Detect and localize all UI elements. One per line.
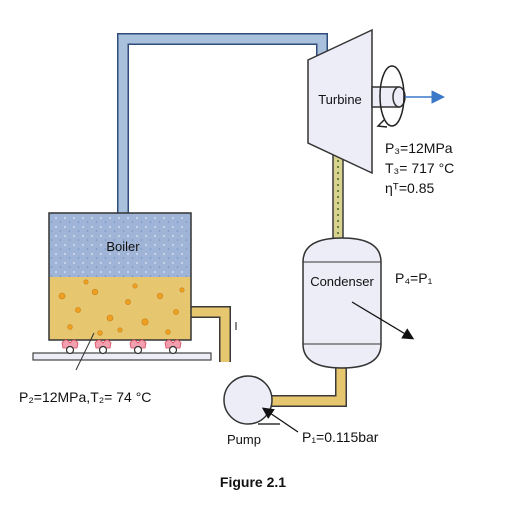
boiler: Boiler xyxy=(48,212,192,341)
burner-assembly xyxy=(32,339,212,361)
turbine-pressure-label: P₃=12MPa xyxy=(385,140,453,156)
heat-rejection-arrow xyxy=(351,301,415,340)
pump-inlet-pressure-label: P₁=0.115bar xyxy=(302,429,379,445)
boiler-inlet-conditions-label: P₂=12MPa,T₂= 74 °C xyxy=(19,389,151,405)
boiler-inlet-leader xyxy=(75,332,95,371)
boiler-bubbles xyxy=(58,279,185,336)
turbine-shaft xyxy=(371,65,445,128)
condenser-label: Condenser xyxy=(310,274,374,289)
condenser: Condenser xyxy=(302,237,415,369)
boiler-label: Boiler xyxy=(106,239,140,254)
turbine-efficiency-label: ηᵀ=0.85 xyxy=(385,180,434,196)
figure-caption: Figure 2.1 xyxy=(220,474,286,490)
water-pipe-condenser-to-pump xyxy=(262,365,347,407)
pump-work-arrow xyxy=(261,407,299,433)
burner-flames xyxy=(61,339,182,349)
pump-label: Pump xyxy=(227,432,261,447)
condenser-pressure-label: P₄=P₁ xyxy=(395,270,433,286)
pump: Pump xyxy=(223,375,299,447)
steam-pipe-boiler-to-turbine xyxy=(117,33,328,213)
turbine-label: Turbine xyxy=(318,92,362,107)
turbine: Turbine xyxy=(307,28,373,175)
turbine-temperature-label: T₃= 717 °C xyxy=(385,160,454,176)
water-pipe-pump-to-boiler xyxy=(190,306,237,362)
burner-nozzles xyxy=(65,345,178,355)
turbine-conditions: P₃=12MPa T₃= 717 °C ηᵀ=0.85 xyxy=(385,140,454,196)
